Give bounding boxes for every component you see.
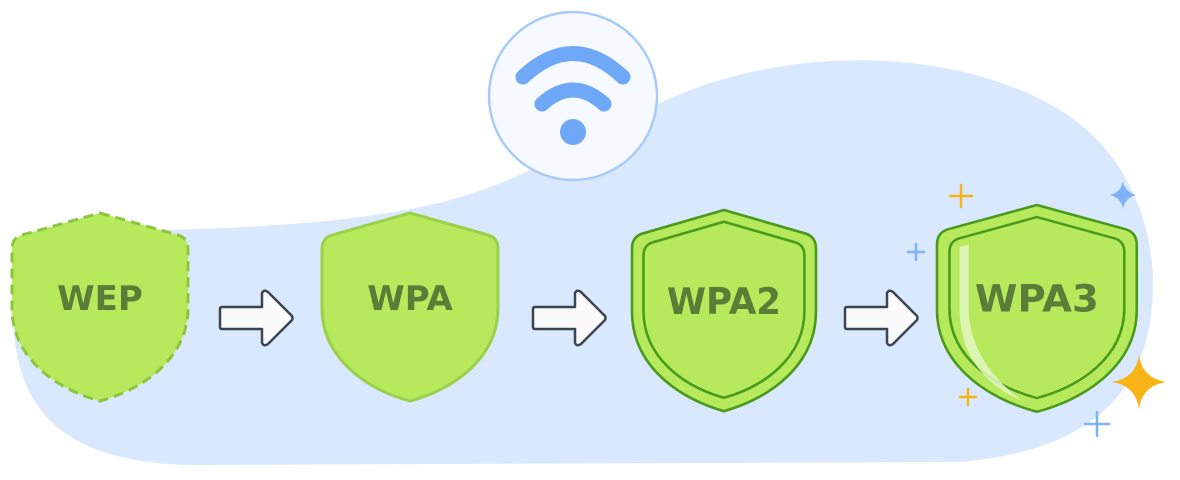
shield-wpa3: WPA3 (935, 203, 1139, 414)
shield-label-wpa3: WPA3 (975, 277, 1099, 320)
sparkle-icon (1112, 355, 1166, 409)
arrow-right-icon (843, 289, 919, 347)
sparkle-icon (906, 183, 1111, 438)
arrow-right-icon (531, 289, 607, 347)
shield-wep: WEP (10, 211, 190, 403)
shield-wpa: WPA (320, 211, 500, 403)
wifi-icon (515, 46, 631, 112)
background-blob (12, 60, 1154, 465)
shield-label-wep: WEP (57, 279, 143, 319)
wifi-badge (487, 10, 659, 182)
shield-label-wpa: WPA (367, 279, 453, 319)
sparkle-icon (1110, 181, 1136, 209)
shield-wpa2: WPA2 (630, 208, 818, 413)
shield-label-wpa2: WPA2 (667, 281, 781, 322)
arrow-right-icon (218, 289, 294, 347)
